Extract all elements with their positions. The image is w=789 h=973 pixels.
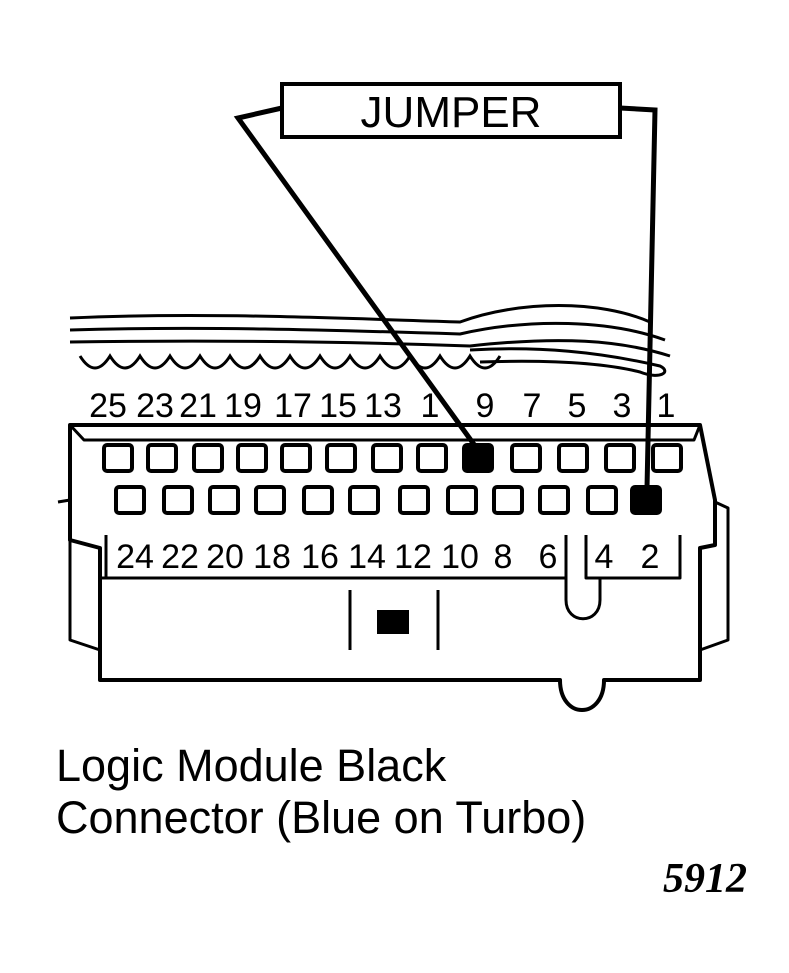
cavity-pin-25	[102, 443, 134, 473]
caption-line-1: Logic Module Black	[56, 740, 447, 791]
cavity-pin-18	[254, 485, 286, 515]
pin-number-5: 5	[568, 387, 587, 425]
pin-number-24: 24	[116, 538, 154, 576]
pin-number-1: 1	[657, 387, 676, 425]
cavity-pin-23	[146, 443, 178, 473]
cavity-pin-21	[192, 443, 224, 473]
cavity-pin-3	[604, 443, 636, 473]
pin-number-12: 12	[394, 538, 432, 576]
pin-number-18: 18	[253, 538, 291, 576]
pin-number-3: 3	[613, 387, 632, 425]
caption-line-2: Connector (Blue on Turbo)	[56, 792, 587, 843]
jumper-label: JUMPER	[361, 88, 542, 137]
pin-number-21: 21	[179, 387, 217, 425]
pin-number-2: 2	[641, 538, 660, 576]
cavity-pin-2-jumpered	[630, 485, 662, 515]
pin-number-23: 23	[136, 387, 174, 425]
cavity-pin-14	[348, 485, 380, 515]
figure-number: 5912	[663, 856, 747, 902]
pin-number-19: 19	[224, 387, 262, 425]
cavity-pin-9-jumpered	[462, 443, 494, 473]
cavity-pin-19	[236, 443, 268, 473]
cavity-pin-6	[538, 485, 570, 515]
pin-number-22: 22	[161, 538, 199, 576]
cavity-pin-11	[416, 443, 448, 473]
pin-number-6: 6	[539, 538, 558, 576]
pin-number-20: 20	[206, 538, 244, 576]
cavity-pin-12	[398, 485, 430, 515]
cavity-pin-24	[114, 485, 146, 515]
cavity-pin-17	[280, 443, 312, 473]
cavity-pin-8	[492, 485, 524, 515]
pin-number-4: 4	[595, 538, 614, 576]
polarizing-key	[377, 610, 409, 634]
top-row-cavities	[102, 443, 683, 473]
pin-number-25: 25	[89, 387, 127, 425]
cavity-pin-16	[302, 485, 334, 515]
bottom-row-cavities	[114, 485, 662, 515]
cavity-pin-10	[446, 485, 478, 515]
pin-number-13: 13	[364, 387, 402, 425]
diagram-caption: Logic Module Black Connector (Blue on Tu…	[56, 740, 586, 844]
pin-number-17: 17	[274, 387, 312, 425]
pin-number-15: 15	[319, 387, 357, 425]
pin-number-14: 14	[348, 538, 386, 576]
pin-number-9: 9	[476, 387, 495, 425]
wire-harness	[69, 304, 671, 377]
pin-number-16: 16	[301, 538, 339, 576]
pin-number-11: 1	[421, 387, 440, 425]
jumper-wire	[233, 105, 658, 489]
cavity-pin-15	[325, 443, 357, 473]
cavity-pin-1	[651, 443, 683, 473]
jumper-label-box: JUMPER	[280, 82, 622, 139]
cavity-pin-22	[162, 485, 194, 515]
pin-number-7: 7	[523, 387, 542, 425]
cavity-pin-4	[586, 485, 618, 515]
cavity-pin-7	[510, 443, 542, 473]
cavity-pin-5	[557, 443, 589, 473]
cavity-pin-20	[208, 485, 240, 515]
pin-number-8: 8	[494, 538, 513, 576]
cavity-pin-13	[371, 443, 403, 473]
pin-number-10: 10	[441, 538, 479, 576]
